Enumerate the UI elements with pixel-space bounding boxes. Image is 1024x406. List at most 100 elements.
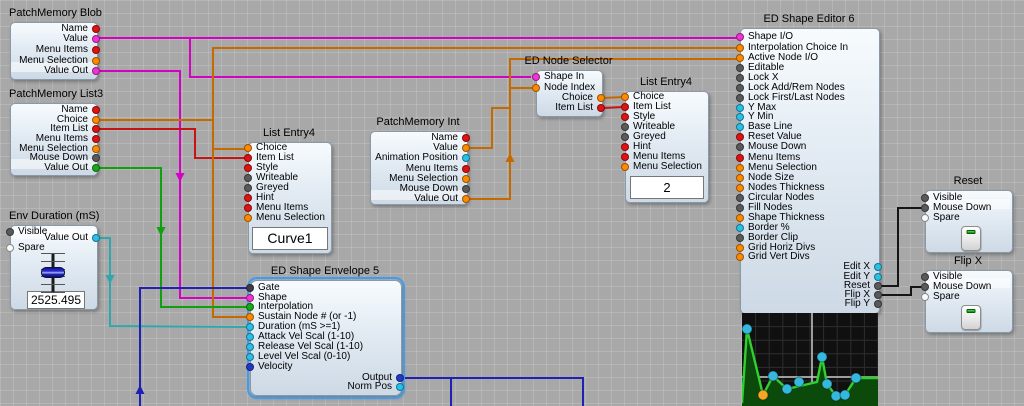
graph-node-10[interactable] [850,372,862,384]
wire-gate-wire[interactable] [139,287,249,406]
list-entry4-right-port-hint-dot[interactable] [621,143,629,151]
graph-node-1[interactable] [742,323,753,335]
flip-x-port-spare-dot[interactable] [921,293,929,301]
list-entry4-right-port-menu-items-dot[interactable] [621,153,629,161]
ed-shape-editor-port-lock-x-dot[interactable] [736,74,744,82]
patchmemory-blob-port-value-dot[interactable] [92,35,100,43]
ed-shape-editor-port-edit-y-dot[interactable] [874,273,882,281]
reset-button[interactable] [961,226,981,251]
ed-shape-editor-port-mouse-down-dot[interactable] [736,143,744,151]
patchmemory-list3-port-value-out-dot[interactable] [92,164,100,172]
ed-shape-editor-port-border-clip-dot[interactable] [736,234,744,242]
env-duration-value[interactable]: 2525.495 [27,291,85,309]
list-entry4-right-port-writeable-dot[interactable] [621,123,629,131]
ed-shape-editor-port-y-max-dot[interactable] [736,104,744,112]
ed-shape-editor-port-node-size-dot[interactable] [736,174,744,182]
list-entry4-mid-port-style-dot[interactable] [244,164,252,172]
ed-shape-editor-port-grid-horiz-divs-dot[interactable] [736,244,744,252]
list-entry4-right-port-style-dot[interactable] [621,113,629,121]
patchmemory-blob-port-menu-items-dot[interactable] [92,46,100,54]
list-entry4-mid-port-choice-dot[interactable] [244,144,252,152]
ed-shape-envelope-port-output-dot[interactable] [396,374,404,382]
ed-shape-envelope-port-norm-pos-dot[interactable] [396,383,404,391]
graph-node-2[interactable] [757,389,769,401]
reset-port-visible-dot[interactable] [921,194,929,202]
patchmemory-list3-port-choice-dot[interactable] [92,116,100,124]
ed-shape-editor-port-circular-nodes-dot[interactable] [736,194,744,202]
ed-shape-editor-port-nodes-thickness-dot[interactable] [736,184,744,192]
patchmemory-int-port-value-dot[interactable] [462,144,470,152]
wire-blob-valueout-to-env-shape[interactable] [98,70,249,299]
patchmemory-int-port-animation-position-dot[interactable] [462,154,470,162]
reset-port-spare-dot[interactable] [921,214,929,222]
node-ed-node-selector[interactable] [536,70,603,117]
env-duration-port-visible-dot[interactable] [6,228,14,236]
reset-port-mouse-down-dot[interactable] [921,204,929,212]
wire-list3-choice-to-interp-choice[interactable] [98,47,737,121]
graph-node-4[interactable] [781,383,793,395]
ed-node-selector-port-item-list-dot[interactable] [597,104,605,112]
ed-shape-envelope-port-shape-dot[interactable] [246,294,254,302]
ed-shape-editor-port-menu-items-dot[interactable] [736,154,744,162]
graph-node-9[interactable] [839,389,851,401]
ed-shape-editor-port-active-node-i-o-dot[interactable] [736,54,744,62]
wire-selector-choice-to-choice[interactable] [602,96,625,99]
ed-shape-editor-port-fill-nodes-dot[interactable] [736,204,744,212]
graph-node-3[interactable] [767,370,779,382]
patchmemory-list3-port-item-list-dot[interactable] [92,125,100,133]
ed-shape-editor-port-edit-x-dot[interactable] [874,263,882,271]
patchmemory-int-port-menu-selection-dot[interactable] [462,175,470,183]
env-duration-slider-handle[interactable] [41,267,65,278]
ed-node-selector-port-choice-dot[interactable] [597,94,605,102]
ed-shape-editor-port-shape-thickness-dot[interactable] [736,214,744,222]
patchmemory-blob-port-name-dot[interactable] [92,25,100,33]
wire-envelope-output-wire[interactable] [401,377,584,406]
ed-shape-envelope-port-level-vel-scal-0-10-dot[interactable] [246,353,254,361]
list-entry4-right-value[interactable]: 2 [630,176,704,199]
graph-node-8[interactable] [830,390,842,402]
env-duration-port-spare-dot[interactable] [6,244,14,252]
ed-shape-editor-port-flip-y-dot[interactable] [874,300,882,308]
graph-node-7[interactable] [821,378,833,390]
ed-node-selector-port-shape-in-dot[interactable] [532,73,540,81]
patchmemory-int-port-mouse-down-dot[interactable] [462,185,470,193]
list-entry4-mid-port-writeable-dot[interactable] [244,174,252,182]
ed-shape-envelope-port-duration-ms-1-dot[interactable] [246,323,254,331]
ed-shape-envelope-port-sustain-node-or-1-dot[interactable] [246,313,254,321]
patchmemory-list3-port-name-dot[interactable] [92,106,100,114]
wire-reset-button-to-reset[interactable] [879,207,925,287]
wire-env-duration-to-duration[interactable] [98,237,250,328]
list-entry4-right-port-item-list-dot[interactable] [621,103,629,111]
patchmemory-list3-port-menu-items-dot[interactable] [92,135,100,143]
shape-editor-graph[interactable] [742,313,878,406]
list-entry4-mid-port-hint-dot[interactable] [244,194,252,202]
ed-node-selector-port-node-index-dot[interactable] [532,84,540,92]
ed-shape-editor-port-menu-selection-dot[interactable] [736,164,744,172]
patchmemory-int-port-menu-items-dot[interactable] [462,165,470,173]
list-entry4-right-port-choice-dot[interactable] [621,93,629,101]
patchmemory-blob-port-value-out-dot[interactable] [92,67,100,75]
patchmemory-list3-port-menu-selection-dot[interactable] [92,145,100,153]
ed-shape-editor-port-grid-vert-divs-dot[interactable] [736,253,744,261]
env-duration-port-value-out-dot[interactable] [92,234,100,242]
flip-x-button[interactable] [961,305,981,330]
wire-int-valueout-to-active-node[interactable] [468,58,737,200]
patchmemory-list3-port-mouse-down-dot[interactable] [92,154,100,162]
flip-x-port-mouse-down-dot[interactable] [921,283,929,291]
ed-shape-editor-port-shape-i-o-dot[interactable] [736,33,744,41]
ed-shape-editor-port-border-dot[interactable] [736,224,744,232]
list-entry4-mid-port-item-list-dot[interactable] [244,154,252,162]
ed-shape-editor-port-base-line-dot[interactable] [736,123,744,131]
wire-selector-itemlist-to-itemlist[interactable] [602,106,625,109]
ed-shape-editor-port-y-min-dot[interactable] [736,113,744,121]
wire-int-valueout-to-int-value[interactable] [468,107,510,149]
list-entry4-mid-value[interactable]: Curve1 [252,227,328,250]
list-entry4-mid-port-greyed-dot[interactable] [244,184,252,192]
ed-shape-editor-port-lock-first-last-nodes-dot[interactable] [736,94,744,102]
list-entry4-right-port-menu-selection-dot[interactable] [621,163,629,171]
ed-shape-envelope-port-attack-vel-scal-1-10-dot[interactable] [246,333,254,341]
list-entry4-mid-port-menu-items-dot[interactable] [244,204,252,212]
wire-list3-valueout-to-interpolation[interactable] [98,167,249,308]
wire-blob-value-to-shape-in[interactable] [189,38,531,78]
